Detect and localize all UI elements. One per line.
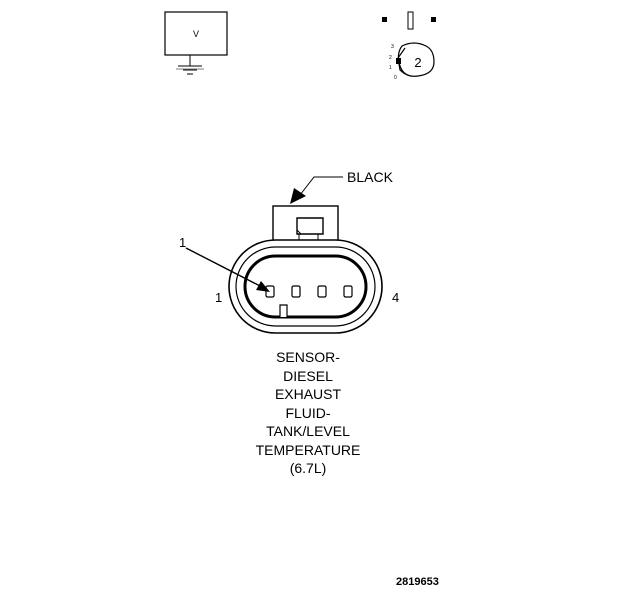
connector-body: [228, 205, 383, 334]
pin-cavity-1: [265, 285, 275, 298]
view-icon-number: 2: [414, 55, 421, 70]
caption-line: FLUID-: [285, 404, 331, 421]
scale-label: 1: [389, 65, 392, 71]
caption-line: DIESEL: [283, 367, 333, 384]
meter-symbol: V: [193, 29, 199, 39]
pin-label-right: 4: [392, 290, 399, 305]
pin-callout-arrow-icon: [256, 281, 270, 292]
connector-caption: SENSOR- DIESEL EXHAUST FLUID- TANK/LEVEL…: [228, 348, 388, 478]
caption-line: (6.7L): [289, 460, 327, 476]
pin-callout-label: 1: [179, 235, 186, 250]
connector-color-label: BLACK: [347, 169, 394, 185]
pin-cavity-2: [291, 285, 301, 298]
scale-label: 3: [391, 44, 394, 50]
connector-pins: [265, 285, 353, 298]
terminal-view-icon: 2 3 2 1 0: [382, 11, 436, 81]
caption-line: EXHAUST: [274, 386, 342, 402]
voltmeter-icon: V: [164, 11, 228, 75]
pin-callout: 1: [179, 235, 270, 292]
scale-label: 2: [389, 55, 392, 61]
scale-label: 0: [394, 75, 397, 81]
color-callout: BLACK: [290, 169, 394, 204]
figure-id: 2819653: [396, 576, 439, 588]
caption-line: TEMPERATURE: [255, 441, 361, 458]
color-arrow-icon: [290, 188, 306, 204]
caption-line: SENSOR-: [276, 349, 340, 365]
pin-cavity-3: [317, 285, 327, 298]
caption-line: TANK/LEVEL: [266, 423, 350, 439]
pin-label-left: 1: [215, 290, 222, 305]
pin-cavity-4: [343, 285, 353, 298]
